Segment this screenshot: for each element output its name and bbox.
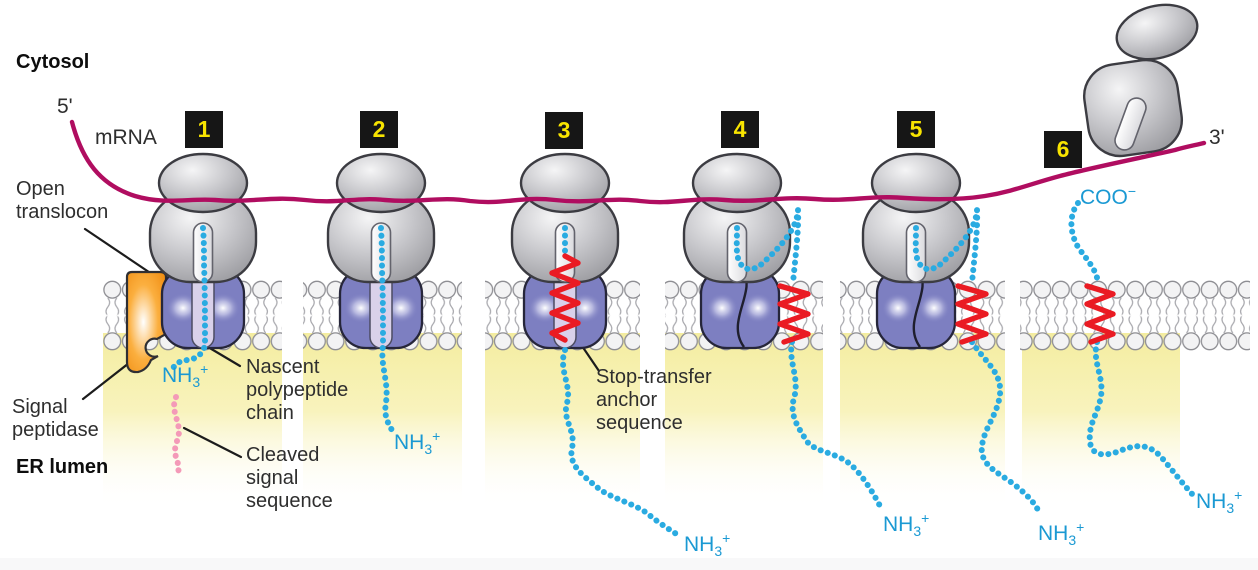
nascent-chain-stage-2 <box>378 225 395 434</box>
step-badge-4: 4 <box>721 111 759 148</box>
step-badge-1: 1 <box>185 111 223 148</box>
ribosome-stage-5 <box>861 152 971 284</box>
er-lumen-panels <box>103 333 1180 508</box>
nh3-sub: 3 <box>714 543 723 560</box>
er-membrane <box>103 280 1250 351</box>
signal-peptidase-enzyme <box>125 270 168 374</box>
protein-chain-stage-6-cytosol <box>1068 200 1101 286</box>
step-badge-6: 6 <box>1044 131 1082 168</box>
step-badge-5: 5 <box>897 111 935 148</box>
nh3-sub: 3 <box>424 441 433 458</box>
step-badge-2: 2 <box>360 111 398 148</box>
bottom-strip <box>0 558 1258 570</box>
cleaved-signal-leader <box>182 426 243 459</box>
nh3-base: NH <box>162 364 193 387</box>
nh3-base: NH <box>883 513 914 536</box>
five-prime-label: 5' <box>57 95 73 118</box>
ribosome-stage-2 <box>326 152 436 284</box>
ribosome-stage-4 <box>682 152 792 284</box>
nh3-sup: + <box>200 361 209 377</box>
step-badge-3: 3 <box>545 112 583 149</box>
nh3-sup: + <box>432 428 441 444</box>
coo-label: COO− <box>1080 183 1136 210</box>
stop-transfer-label: Stop-transfer anchor sequence <box>596 366 712 434</box>
mrna-label: mRNA <box>95 126 157 149</box>
nh3-sup: + <box>722 530 731 546</box>
open-translocon-label: Open translocon <box>16 178 109 223</box>
nascent-chain-stage-3-lumen <box>560 347 684 540</box>
nh3-base: NH <box>394 431 425 454</box>
nh3-label-stage-5: NH3+ <box>1038 519 1084 548</box>
cleaved-signal-label: Cleaved signal sequence <box>246 444 333 512</box>
stop-transfer-helix-stage-6 <box>1084 283 1116 345</box>
cleaved-signal-chain <box>171 394 182 476</box>
nascent-chain-stage-4-loop <box>733 209 802 286</box>
nh3-sub: 3 <box>192 374 201 391</box>
coo-sup: − <box>1127 183 1137 199</box>
nh3-base: NH <box>1038 522 1069 545</box>
stop-transfer-helix-stage-3 <box>549 253 581 343</box>
protein-chain-stage-6-lumen <box>1086 339 1198 500</box>
nh3-label-stage-1: NH3+ <box>162 361 208 390</box>
er-lumen-panel-5 <box>840 333 1005 508</box>
nh3-label-stage-4: NH3+ <box>883 510 929 539</box>
translocon-4-closed <box>699 266 781 350</box>
nh3-sup: + <box>1076 519 1085 535</box>
nascent-chain-leader <box>206 345 242 368</box>
ribosome-stage-3 <box>510 152 620 284</box>
translocon-1-open <box>160 266 246 350</box>
nh3-base: NH <box>684 533 715 556</box>
stop-transfer-helix-stage-4 <box>777 283 811 345</box>
er-lumen-label: ER lumen <box>16 456 109 478</box>
nh3-sub: 3 <box>913 523 922 540</box>
nh3-sup: + <box>921 510 930 526</box>
three-prime-label: 3' <box>1209 126 1225 149</box>
nascent-chain-stage-1 <box>170 225 209 372</box>
small-subunit <box>1115 3 1199 61</box>
nh3-label-stage-2: NH3+ <box>394 428 440 457</box>
nascent-chain-stage-5-loop <box>912 209 981 286</box>
nh3-sup: + <box>1234 487 1243 503</box>
nascent-polypeptide-label: Nascent polypeptide chain <box>246 356 349 424</box>
signal-peptidase-label: Signal peptidase <box>12 396 99 441</box>
coo-base: COO <box>1080 186 1128 209</box>
nh3-label-stage-3: NH3+ <box>684 530 730 559</box>
cytosol-label: Cytosol <box>16 51 90 73</box>
mrna-strand <box>69 119 1207 205</box>
translocon-5-closed <box>875 266 957 350</box>
er-lumen-panel-6 <box>1022 333 1180 508</box>
nascent-chain-stage-4-lumen <box>788 339 884 511</box>
stop-transfer-helix-stage-5 <box>955 283 989 345</box>
nascent-chain-stage-5-lumen <box>969 339 1041 513</box>
nh3-base: NH <box>1196 490 1227 513</box>
nh3-label-stage-6: NH3+ <box>1196 487 1242 516</box>
released-ribosome-subunits <box>1082 3 1199 158</box>
nh3-sub: 3 <box>1068 532 1077 549</box>
nh3-sub: 3 <box>1226 500 1235 517</box>
translocon-2-open <box>338 266 424 350</box>
exit-channel <box>1114 97 1147 151</box>
